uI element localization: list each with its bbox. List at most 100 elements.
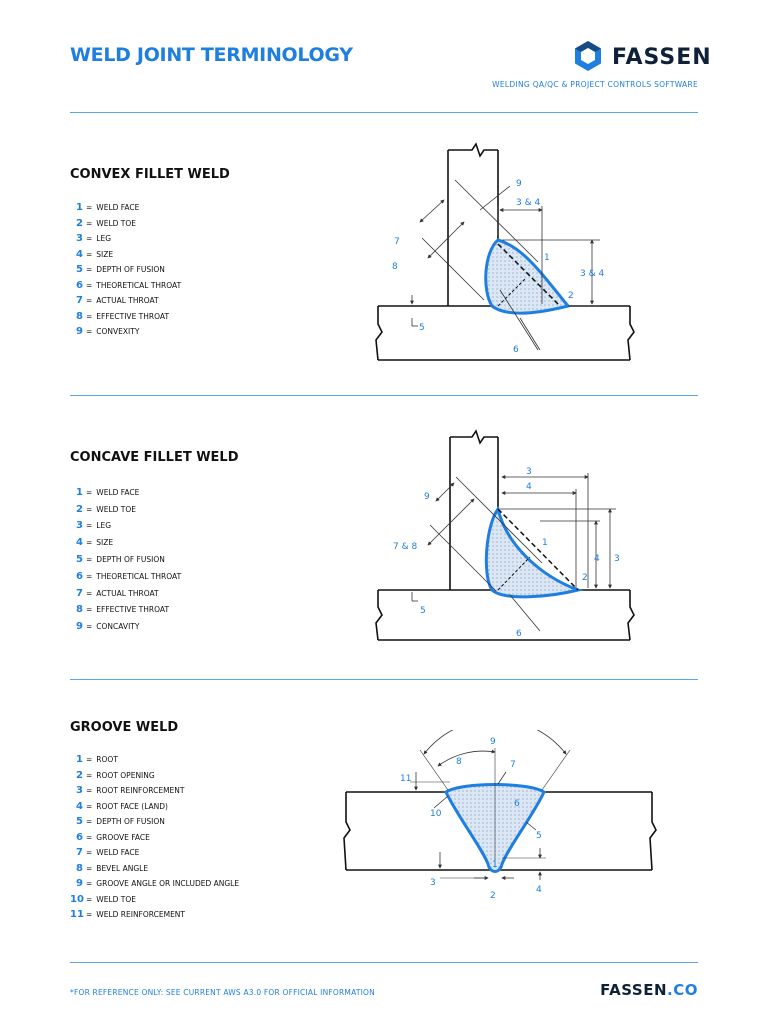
- section-title-convex: CONVEX FILLET WELD: [70, 167, 230, 182]
- legend-number: 4: [76, 537, 83, 549]
- callout-label: 4: [526, 482, 532, 492]
- legend-label: ROOT REINFORCEMENT: [96, 786, 185, 796]
- legend-number: 2: [76, 503, 83, 515]
- callout-label: 6: [514, 799, 520, 809]
- callout-label: 3 & 4: [516, 198, 540, 208]
- legend-label: BEVEL ANGLE: [96, 863, 149, 873]
- legend-label: ROOT OPENING: [96, 770, 155, 780]
- legend-label: WELD FACE: [96, 203, 140, 213]
- callout-label: 3: [614, 554, 620, 564]
- legend-number: 8: [76, 604, 83, 616]
- legend-number: 1: [76, 754, 83, 766]
- callout-label: 1: [542, 538, 548, 548]
- legend-number: 7: [76, 587, 83, 599]
- legend-number: 2: [76, 217, 83, 229]
- legend-item: 6=THEORETICAL THROAT: [70, 568, 181, 585]
- callout-label: 5: [536, 831, 542, 841]
- legend-label: WELD TOE: [96, 504, 137, 514]
- brand-logo[interactable]: FASSEN: [574, 40, 711, 74]
- legend-number: 5: [76, 264, 83, 276]
- callout-label: 9: [424, 492, 430, 502]
- legend-number: 6: [76, 279, 83, 291]
- legend-number: 4: [76, 248, 83, 260]
- legend-item: 6=THEORETICAL THROAT: [70, 278, 181, 294]
- legend-label: GROOVE ANGLE OR INCLUDED ANGLE: [96, 879, 240, 889]
- callout-label: 6: [513, 345, 519, 355]
- divider: [70, 679, 698, 680]
- page-title: WELD JOINT TERMINOLOGY: [70, 44, 353, 66]
- legend-label: ACTUAL THROAT: [96, 588, 159, 598]
- callout-label: 1: [544, 253, 550, 263]
- legend-label: THEORETICAL THROAT: [96, 571, 182, 581]
- callout-label: 11: [400, 774, 411, 784]
- legend-label: ROOT: [96, 755, 118, 765]
- footer-brand-name: FASSEN: [600, 981, 668, 999]
- callout-label: 8: [456, 757, 462, 767]
- legend-item: 4=SIZE: [70, 247, 181, 263]
- legend-item: 2=ROOT OPENING: [70, 768, 239, 784]
- callout-label: 3: [430, 878, 436, 888]
- legend-label: LEG: [96, 521, 112, 531]
- legend-item: 4=SIZE: [70, 534, 181, 551]
- legend-label: WELD FACE: [96, 848, 140, 858]
- legend-convex: 1=WELD FACE 2=WELD TOE 3=LEG 4=SIZE 5=DE…: [70, 200, 181, 340]
- callout-label: 2: [568, 291, 574, 301]
- concave-fillet-diagram: 3 4 9 7 & 8 1 4 3 2 5 6: [375, 429, 635, 641]
- callout-label: 1: [492, 860, 498, 870]
- legend-item: 7=ACTUAL THROAT: [70, 585, 181, 602]
- legend-number: 3: [76, 520, 83, 532]
- legend-number: 6: [76, 831, 83, 843]
- brand-name: FASSEN: [612, 45, 712, 70]
- divider: [70, 962, 698, 963]
- legend-item: 1=WELD FACE: [70, 200, 181, 216]
- legend-label: WELD TOE: [96, 218, 137, 228]
- legend-number: 8: [76, 862, 83, 874]
- legend-label: WELD REINFORCEMENT: [96, 910, 185, 920]
- legend-item: 11=WELD REINFORCEMENT: [70, 909, 185, 921]
- legend-number: 5: [76, 554, 83, 566]
- legend-number: 2: [76, 769, 83, 781]
- legend-number: 4: [76, 800, 83, 812]
- legend-number: 8: [76, 310, 83, 322]
- legend-number: 7: [76, 847, 83, 859]
- divider: [70, 112, 698, 113]
- legend-label: EFFECTIVE THROAT: [96, 605, 170, 615]
- callout-label: 9: [516, 179, 522, 189]
- legend-item: 8=BEVEL ANGLE: [70, 861, 239, 877]
- legend-item: 3=ROOT REINFORCEMENT: [70, 783, 239, 799]
- legend-item: 5=DEPTH OF FUSION: [70, 551, 181, 568]
- legend-number: 3: [76, 233, 83, 245]
- convex-fillet-diagram: 9 3 & 4 7 8 1 3 & 4 2 5 6: [375, 142, 635, 361]
- footer-brand-link[interactable]: FASSEN.CO: [600, 981, 698, 999]
- legend-item: 9=GROOVE ANGLE OR INCLUDED ANGLE: [70, 876, 239, 892]
- legend-item: 4=ROOT FACE (LAND): [70, 799, 239, 815]
- callout-label: 3: [526, 467, 532, 477]
- brand-tagline: WELDING QA/QC & PROJECT CONTROLS SOFTWAR…: [492, 80, 698, 89]
- section-title-concave: CONCAVE FILLET WELD: [70, 450, 239, 465]
- callout-label: 7 & 8: [393, 542, 417, 552]
- legend-item: 6=GROOVE FACE: [70, 830, 239, 846]
- legend-groove: 1=ROOT 2=ROOT OPENING 3=ROOT REINFORCEME…: [70, 752, 239, 923]
- legend-item: 9=CONCAVITY: [70, 618, 181, 635]
- legend-number: 7: [76, 295, 83, 307]
- legend-label: WELD TOE: [96, 894, 137, 904]
- callout-label: 6: [516, 629, 522, 639]
- callout-label: 10: [430, 809, 442, 819]
- legend-item: 1=WELD FACE: [70, 484, 181, 501]
- legend-number: 3: [76, 785, 83, 797]
- footer-brand-suffix: .CO: [667, 981, 698, 999]
- legend-item: 2=WELD TOE: [70, 501, 181, 518]
- legend-item: 3=LEG: [70, 518, 181, 535]
- fassen-hexagon-logo-icon: [575, 41, 601, 71]
- callout-label: 4: [594, 554, 600, 564]
- legend-item: 7=ACTUAL THROAT: [70, 293, 181, 309]
- legend-label: DEPTH OF FUSION: [96, 555, 165, 565]
- legend-item: 7=WELD FACE: [70, 845, 239, 861]
- legend-number: 5: [76, 816, 83, 828]
- legend-item: 9=CONVEXITY: [70, 324, 181, 340]
- callout-label: 5: [420, 606, 426, 616]
- callout-label: 4: [536, 885, 542, 895]
- legend-number: 10: [70, 893, 84, 905]
- legend-item: 8=EFFECTIVE THROAT: [70, 309, 181, 325]
- divider: [70, 395, 698, 396]
